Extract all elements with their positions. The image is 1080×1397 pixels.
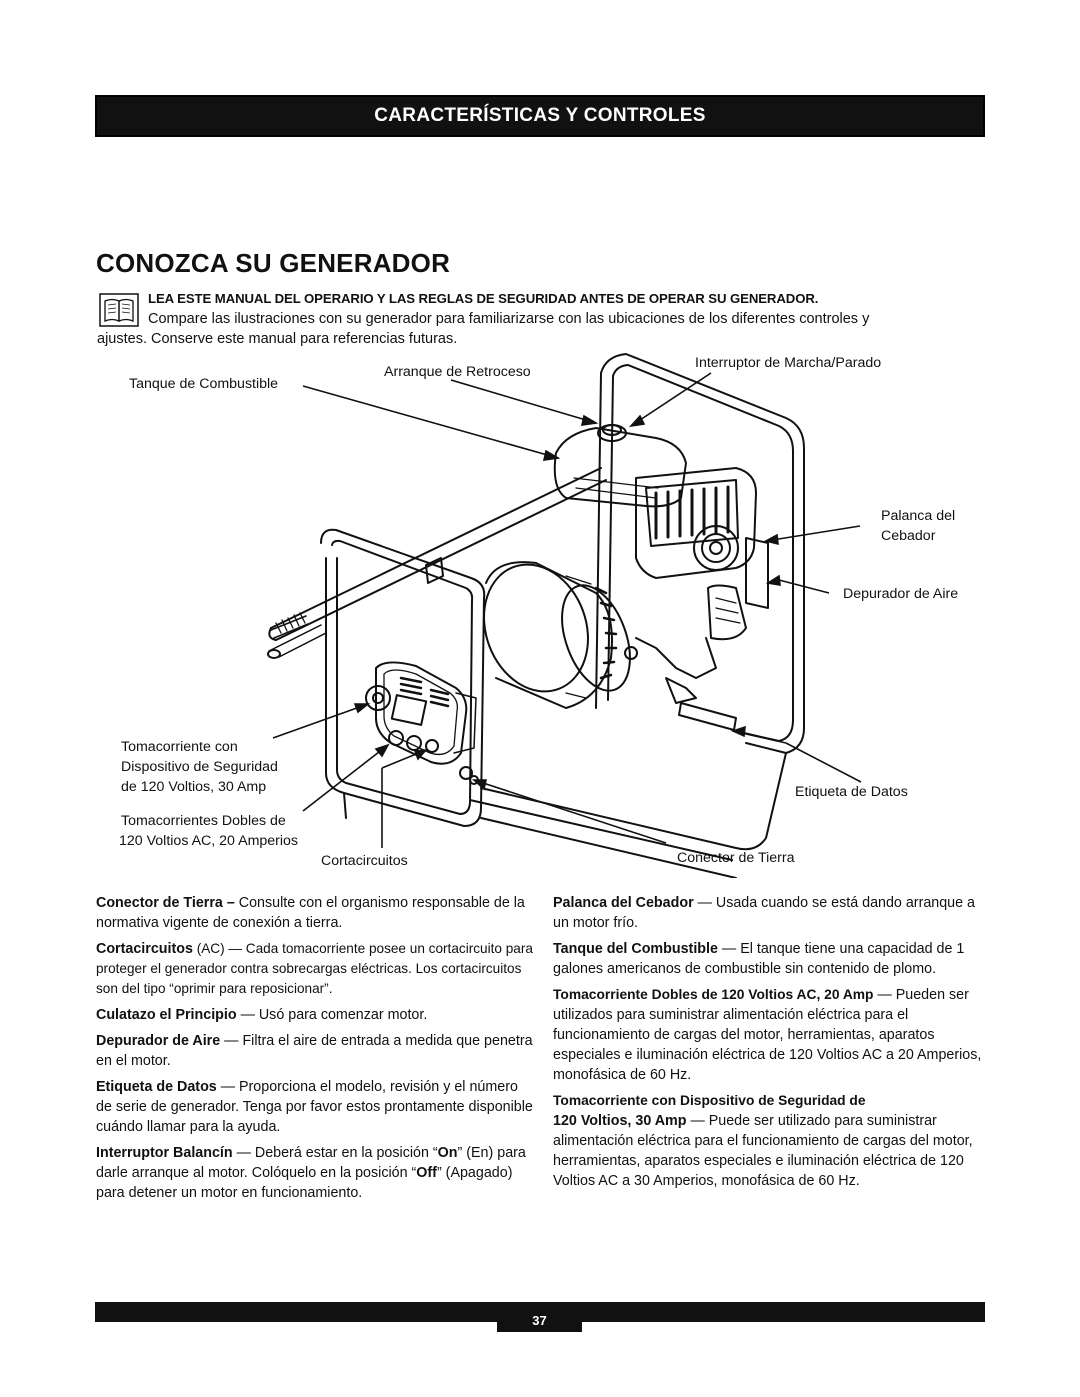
desc-gfci: Tomacorriente con Dispositivo de Segurid…	[553, 1093, 973, 1189]
label-recoil-starter: Arranque de Retroceso	[384, 364, 531, 380]
label-data-plate: Etiqueta de Datos	[795, 784, 908, 800]
page-title: CONOZCA SU GENERADOR	[96, 248, 451, 278]
label-fuel-tank: Tanque de Combustible	[129, 376, 279, 392]
intro-paragraph: LEA ESTE MANUAL DEL OPERARIO Y LAS REGLA…	[97, 289, 948, 349]
desc-rocker-switch: Interruptor Balancín — Deberá estar en l…	[96, 1145, 526, 1201]
label-air-cleaner: Depurador de Aire	[843, 586, 959, 602]
desc-ground: Conector de Tierra – Consulte con el org…	[96, 895, 525, 931]
label-breakers: Cortacircuitos	[321, 853, 408, 869]
page-number: 37	[497, 1302, 582, 1332]
label-choke-2: Cebador	[881, 528, 936, 544]
intro-warning: LEA ESTE MANUAL DEL OPERARIO Y LAS REGLA…	[148, 291, 819, 306]
generator-diagram: Tanque de Combustible Arranque de Retroc…	[96, 348, 986, 879]
label-duplex-2: 120 Voltios AC, 20 Amperios	[119, 833, 299, 849]
descriptions-right: Palanca del Cebador — Usada cuando se es…	[553, 893, 993, 1197]
label-on-off-switch: Interruptor de Marcha/Parado	[695, 355, 882, 371]
desc-fuel-tank: Tanque del Combustible — El tanque tiene…	[553, 941, 965, 977]
desc-choke: Palanca del Cebador — Usada cuando se es…	[553, 895, 976, 931]
descriptions-left: Conector de Tierra – Consulte con el org…	[96, 893, 536, 1209]
desc-breakers: Cortacircuitos (AC) — Cada tomacorriente…	[96, 941, 533, 996]
generator-illustration	[267, 353, 862, 879]
section-banner: CARACTERÍSTICAS Y CONTROLES	[95, 95, 985, 137]
label-duplex-1: Tomacorrientes Dobles de	[121, 813, 286, 829]
desc-duplex: Tomacorriente Dobles de 120 Voltios AC, …	[553, 987, 982, 1083]
intro-line-2: ajustes. Conserve este manual para refer…	[97, 331, 458, 347]
label-gfci-2: Dispositivo de Seguridad	[121, 759, 278, 775]
label-choke-1: Palanca del	[881, 508, 956, 524]
intro-line-1: Compare las ilustraciones con su generad…	[148, 311, 870, 327]
book-icon	[99, 293, 139, 327]
desc-recoil: Culatazo el Principio — Usó para comenza…	[96, 1007, 428, 1023]
desc-data-label: Etiqueta de Datos — Proporciona el model…	[96, 1079, 533, 1135]
label-gfci-1: Tomacorriente con	[121, 739, 238, 755]
desc-air-cleaner: Depurador de Aire — Filtra el aire de en…	[96, 1033, 533, 1069]
label-gfci-3: de 120 Voltios, 30 Amp	[121, 779, 267, 795]
label-ground-connector: Conector de Tierra	[677, 850, 795, 866]
banner-title: CARACTERÍSTICAS Y CONTROLES	[374, 105, 706, 126]
